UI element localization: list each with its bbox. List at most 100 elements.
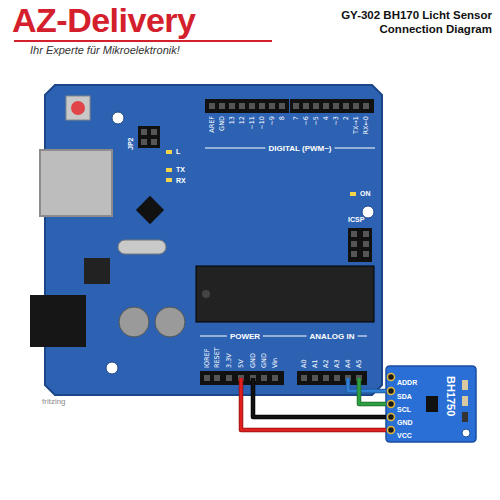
pin-label: ~5 bbox=[313, 116, 320, 126]
header-pin bbox=[151, 139, 157, 145]
header-pin bbox=[351, 251, 357, 257]
digital-header bbox=[205, 99, 289, 113]
brand-logo: AZ-Delivery bbox=[12, 3, 195, 37]
header-pin bbox=[301, 375, 307, 381]
arduino-board bbox=[45, 85, 382, 395]
pin-label: 5V bbox=[238, 359, 245, 368]
pin-label: A1 bbox=[312, 359, 319, 368]
header-pin bbox=[209, 103, 215, 109]
wire bbox=[241, 378, 386, 430]
pin-label: A4 bbox=[345, 359, 352, 368]
pin-label: Vin bbox=[272, 358, 279, 368]
analog-pin: A5 bbox=[354, 344, 365, 378]
pin-label: IOREF bbox=[204, 349, 211, 368]
pin-label: ~6 bbox=[303, 116, 310, 126]
pin-label: RESET bbox=[214, 347, 221, 368]
pin-label: 4 bbox=[323, 116, 330, 120]
reset-button-cap bbox=[71, 101, 85, 115]
header-pin bbox=[293, 103, 299, 109]
pin-label: RX←0 bbox=[363, 116, 370, 135]
header-pin bbox=[219, 103, 225, 109]
pin-label: TX→1 bbox=[353, 116, 360, 134]
pin-label: A5 bbox=[356, 359, 363, 368]
led-label: TX bbox=[176, 166, 185, 173]
header-pin bbox=[363, 103, 369, 109]
header-pin bbox=[303, 103, 309, 109]
watermark: fritzing bbox=[42, 398, 66, 406]
voltage-regulator bbox=[84, 258, 110, 284]
pin-label: SCL bbox=[397, 404, 411, 416]
wire-outline bbox=[253, 378, 386, 417]
mounting-hole bbox=[106, 362, 118, 374]
mounting-hole bbox=[462, 429, 470, 437]
header-pin bbox=[239, 103, 245, 109]
resistor bbox=[462, 396, 468, 406]
pin-label: GND bbox=[219, 116, 226, 131]
header-pin bbox=[249, 103, 255, 109]
capacitor bbox=[155, 307, 185, 337]
header-pin bbox=[333, 103, 339, 109]
pin-label: 3.3V bbox=[226, 353, 233, 368]
led-label: RX bbox=[176, 177, 186, 184]
jumper-wire bbox=[348, 378, 386, 391]
power-pin: 5V bbox=[236, 344, 247, 378]
pin-label: ~11 bbox=[249, 116, 256, 130]
module-name: BH1750 bbox=[445, 376, 456, 416]
light-sensor-chip bbox=[426, 396, 438, 412]
mounting-hole bbox=[112, 112, 124, 124]
module-pin: ADDR bbox=[386, 371, 422, 383]
module-holes bbox=[388, 374, 395, 434]
brand-slogan: Ihr Experte für Mikroelektronik! bbox=[30, 45, 180, 56]
pin-label: 12 bbox=[239, 116, 246, 124]
power-jack bbox=[30, 295, 86, 347]
led-label: ON bbox=[360, 190, 371, 197]
header-pin bbox=[141, 129, 147, 135]
pin-label: 13 bbox=[229, 116, 236, 124]
jumper-wire bbox=[241, 378, 386, 430]
chip-notch bbox=[202, 290, 210, 298]
pin-hole bbox=[388, 374, 395, 381]
header-pin bbox=[363, 251, 369, 257]
header-pin bbox=[351, 241, 357, 247]
wire-outline bbox=[348, 378, 386, 391]
wire bbox=[253, 378, 386, 417]
led bbox=[166, 178, 172, 182]
pin-label: GND bbox=[261, 353, 268, 368]
jumper-wire bbox=[253, 378, 386, 417]
pin-label: GND bbox=[250, 353, 257, 368]
usb-chip bbox=[136, 196, 164, 224]
usb-port bbox=[40, 150, 112, 216]
header-pin bbox=[323, 375, 329, 381]
resistor bbox=[462, 380, 468, 390]
pin-label: ~3 bbox=[333, 116, 340, 126]
module-pin: SCL bbox=[386, 398, 422, 410]
pin-label: 2 bbox=[343, 116, 350, 120]
section-heading: POWER bbox=[227, 331, 263, 342]
led bbox=[166, 150, 172, 154]
pin-label: A0 bbox=[301, 359, 308, 368]
logo-underline bbox=[14, 40, 272, 42]
sensor-module bbox=[386, 366, 476, 442]
section-heading: DIGITAL (PWM~) bbox=[265, 143, 334, 154]
pin-label: ~10 bbox=[259, 116, 266, 130]
header-pin bbox=[204, 375, 210, 381]
header-pin bbox=[313, 103, 319, 109]
wire-outline bbox=[359, 378, 386, 404]
crystal bbox=[118, 240, 166, 254]
section-heading: ANALOG IN bbox=[307, 331, 358, 342]
pin-hole bbox=[388, 414, 395, 421]
pin-label: AREF bbox=[209, 116, 216, 133]
diagram-title: GY-302 BH170 Licht Sensor Connection Dia… bbox=[300, 8, 492, 37]
arduino-board: DIGITAL (PWM~) POWER ANALOG IN 5V GND A4 A5 bbox=[45, 85, 382, 395]
pin-label: A3 bbox=[334, 359, 341, 368]
header-pin bbox=[343, 103, 349, 109]
header-label: JP2 bbox=[127, 138, 134, 150]
icsp-header bbox=[348, 228, 372, 262]
power-pin: GND bbox=[248, 344, 259, 378]
module-pin: SDA bbox=[386, 385, 422, 397]
module-pin: GND bbox=[386, 411, 422, 423]
wire-outline bbox=[241, 378, 386, 430]
